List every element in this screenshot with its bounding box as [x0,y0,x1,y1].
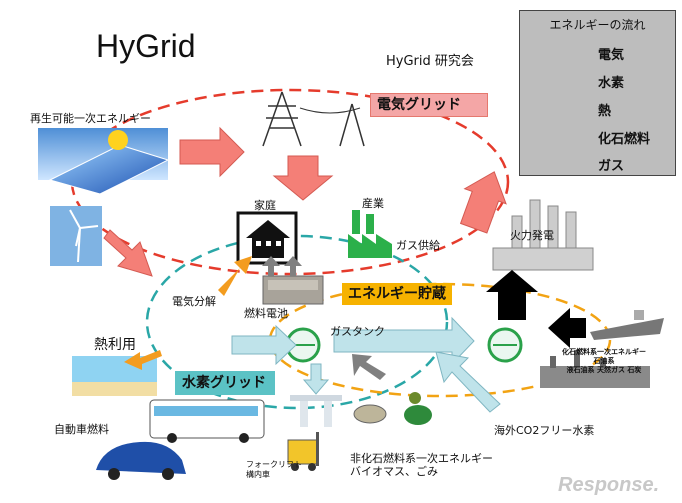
house-icon [236,211,298,265]
heat-use-label: 熱利用 [94,337,136,353]
solar-panel-icon [38,128,170,195]
diagram-title: HyGrid [96,28,196,64]
thermal-plant-icon [492,199,594,271]
legend-item-hydrogen: 水素 [598,76,625,91]
gas-tank-label: ガスタンク [330,325,385,338]
industry-label: 産業 [362,197,384,210]
arrow-gas-biomass [352,354,386,380]
arrow-hydrogen-to-tank [231,324,297,366]
renewable-label: 再生可能一次エネルギー [30,112,151,125]
bus-icon [149,399,265,443]
hydrogen-grid-band: 水素グリッド [175,371,275,395]
arrow-heat-to-use [124,350,162,370]
arrow-up-1 [262,256,280,276]
society-label: HyGrid 研究会 [386,54,474,69]
fuel-cell-icon [262,275,324,305]
gas-supply-label: ガス供給 [396,239,440,252]
arrow-electricity-wind [103,229,153,277]
refinery-icon [540,350,650,388]
oil-tanker-icon [590,310,664,340]
heat-use-icon [72,356,157,396]
energy-storage-loop [268,282,612,398]
hydrogen-station-icon [290,395,342,427]
arrow-electricity-thermal [459,171,507,234]
forklift-label: フォークリフト 構内車 [246,460,302,479]
legend-item-electricity: 電気 [598,48,625,63]
electrolysis-label: 電気分解 [172,295,216,308]
hydrogen-grid-loop [145,234,449,410]
power-tower-icon [262,91,365,147]
arrow-hydrogen-to-station [302,363,330,395]
legend-item-fossil: 化石燃料 [598,132,651,147]
factory-icon [348,210,392,258]
electric-grid-band: 電気グリッド [370,93,488,117]
thermal-plant-label: 火力発電 [510,229,554,242]
energy-storage-band: エネルギー貯蔵 [342,283,452,305]
arrow-hydrogen-storage [333,316,475,366]
arrow-up-2 [284,256,302,276]
overseas-hydrogen-label: 海外CO2フリー水素 [494,424,595,437]
biomass-icon [353,392,432,425]
arrow-heat-to-home [218,256,252,296]
legend-item-heat: 熱 [598,104,612,119]
watermark: Response. [558,474,660,496]
vehicle-fuel-label: 自動車燃料 [54,423,109,436]
arrow-electricity-tower-to-home [272,155,334,201]
non-fossil-label: 非化石燃料系一次エネルギー バイオマス、ごみ [350,452,493,479]
car-icon [96,441,186,480]
forklift-icon [287,432,319,471]
home-label: 家庭 [254,199,276,212]
arrow-electricity-renewable-to-tower [179,126,245,178]
arrow-hydrogen-overseas [435,351,501,413]
fuel-cell-label: 燃料電池 [244,307,288,320]
legend-title: エネルギーの流れ [549,18,646,32]
arrow-fossil-from-tanker [548,308,586,348]
legend-panel: エネルギーの流れ 電気 水素 熱 化石燃料 ガス [519,10,676,176]
fossil-primary-label: 化石燃料系一次エネルギー 石油系 液石油系 天然ガス 石炭 [562,348,646,374]
arrow-fossil-to-thermal [486,270,538,320]
legend-item-gas: ガス [598,159,625,174]
wind-turbine-icon [50,206,102,266]
